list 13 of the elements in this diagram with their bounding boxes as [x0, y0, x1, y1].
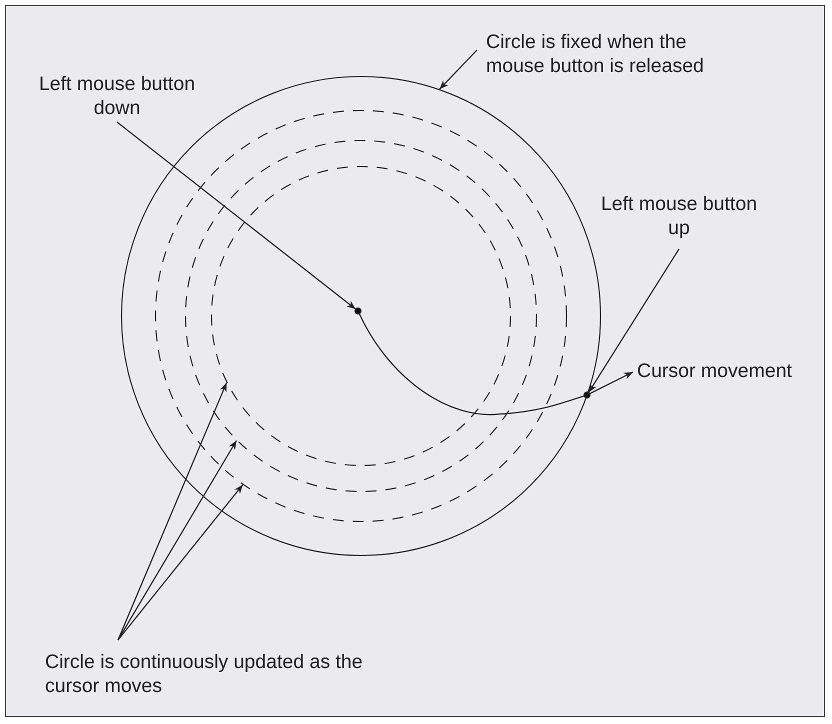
callout-text: Left mouse button up	[589, 192, 769, 240]
arrow	[117, 382, 228, 640]
arrow	[588, 248, 680, 393]
cursor-path	[358, 313, 584, 416]
arrow	[439, 50, 478, 90]
callout-text: Circle is continuously updated as the cursor moves	[45, 650, 400, 698]
arrow	[116, 122, 356, 310]
callout-text: Circle is fixed when the mouse button is released	[486, 30, 736, 78]
callout-text: Cursor movement	[637, 359, 817, 383]
callout-text: Left mouse button down	[27, 72, 207, 120]
arrow	[118, 484, 244, 640]
arrow	[117, 440, 238, 640]
arrow	[589, 371, 634, 394]
